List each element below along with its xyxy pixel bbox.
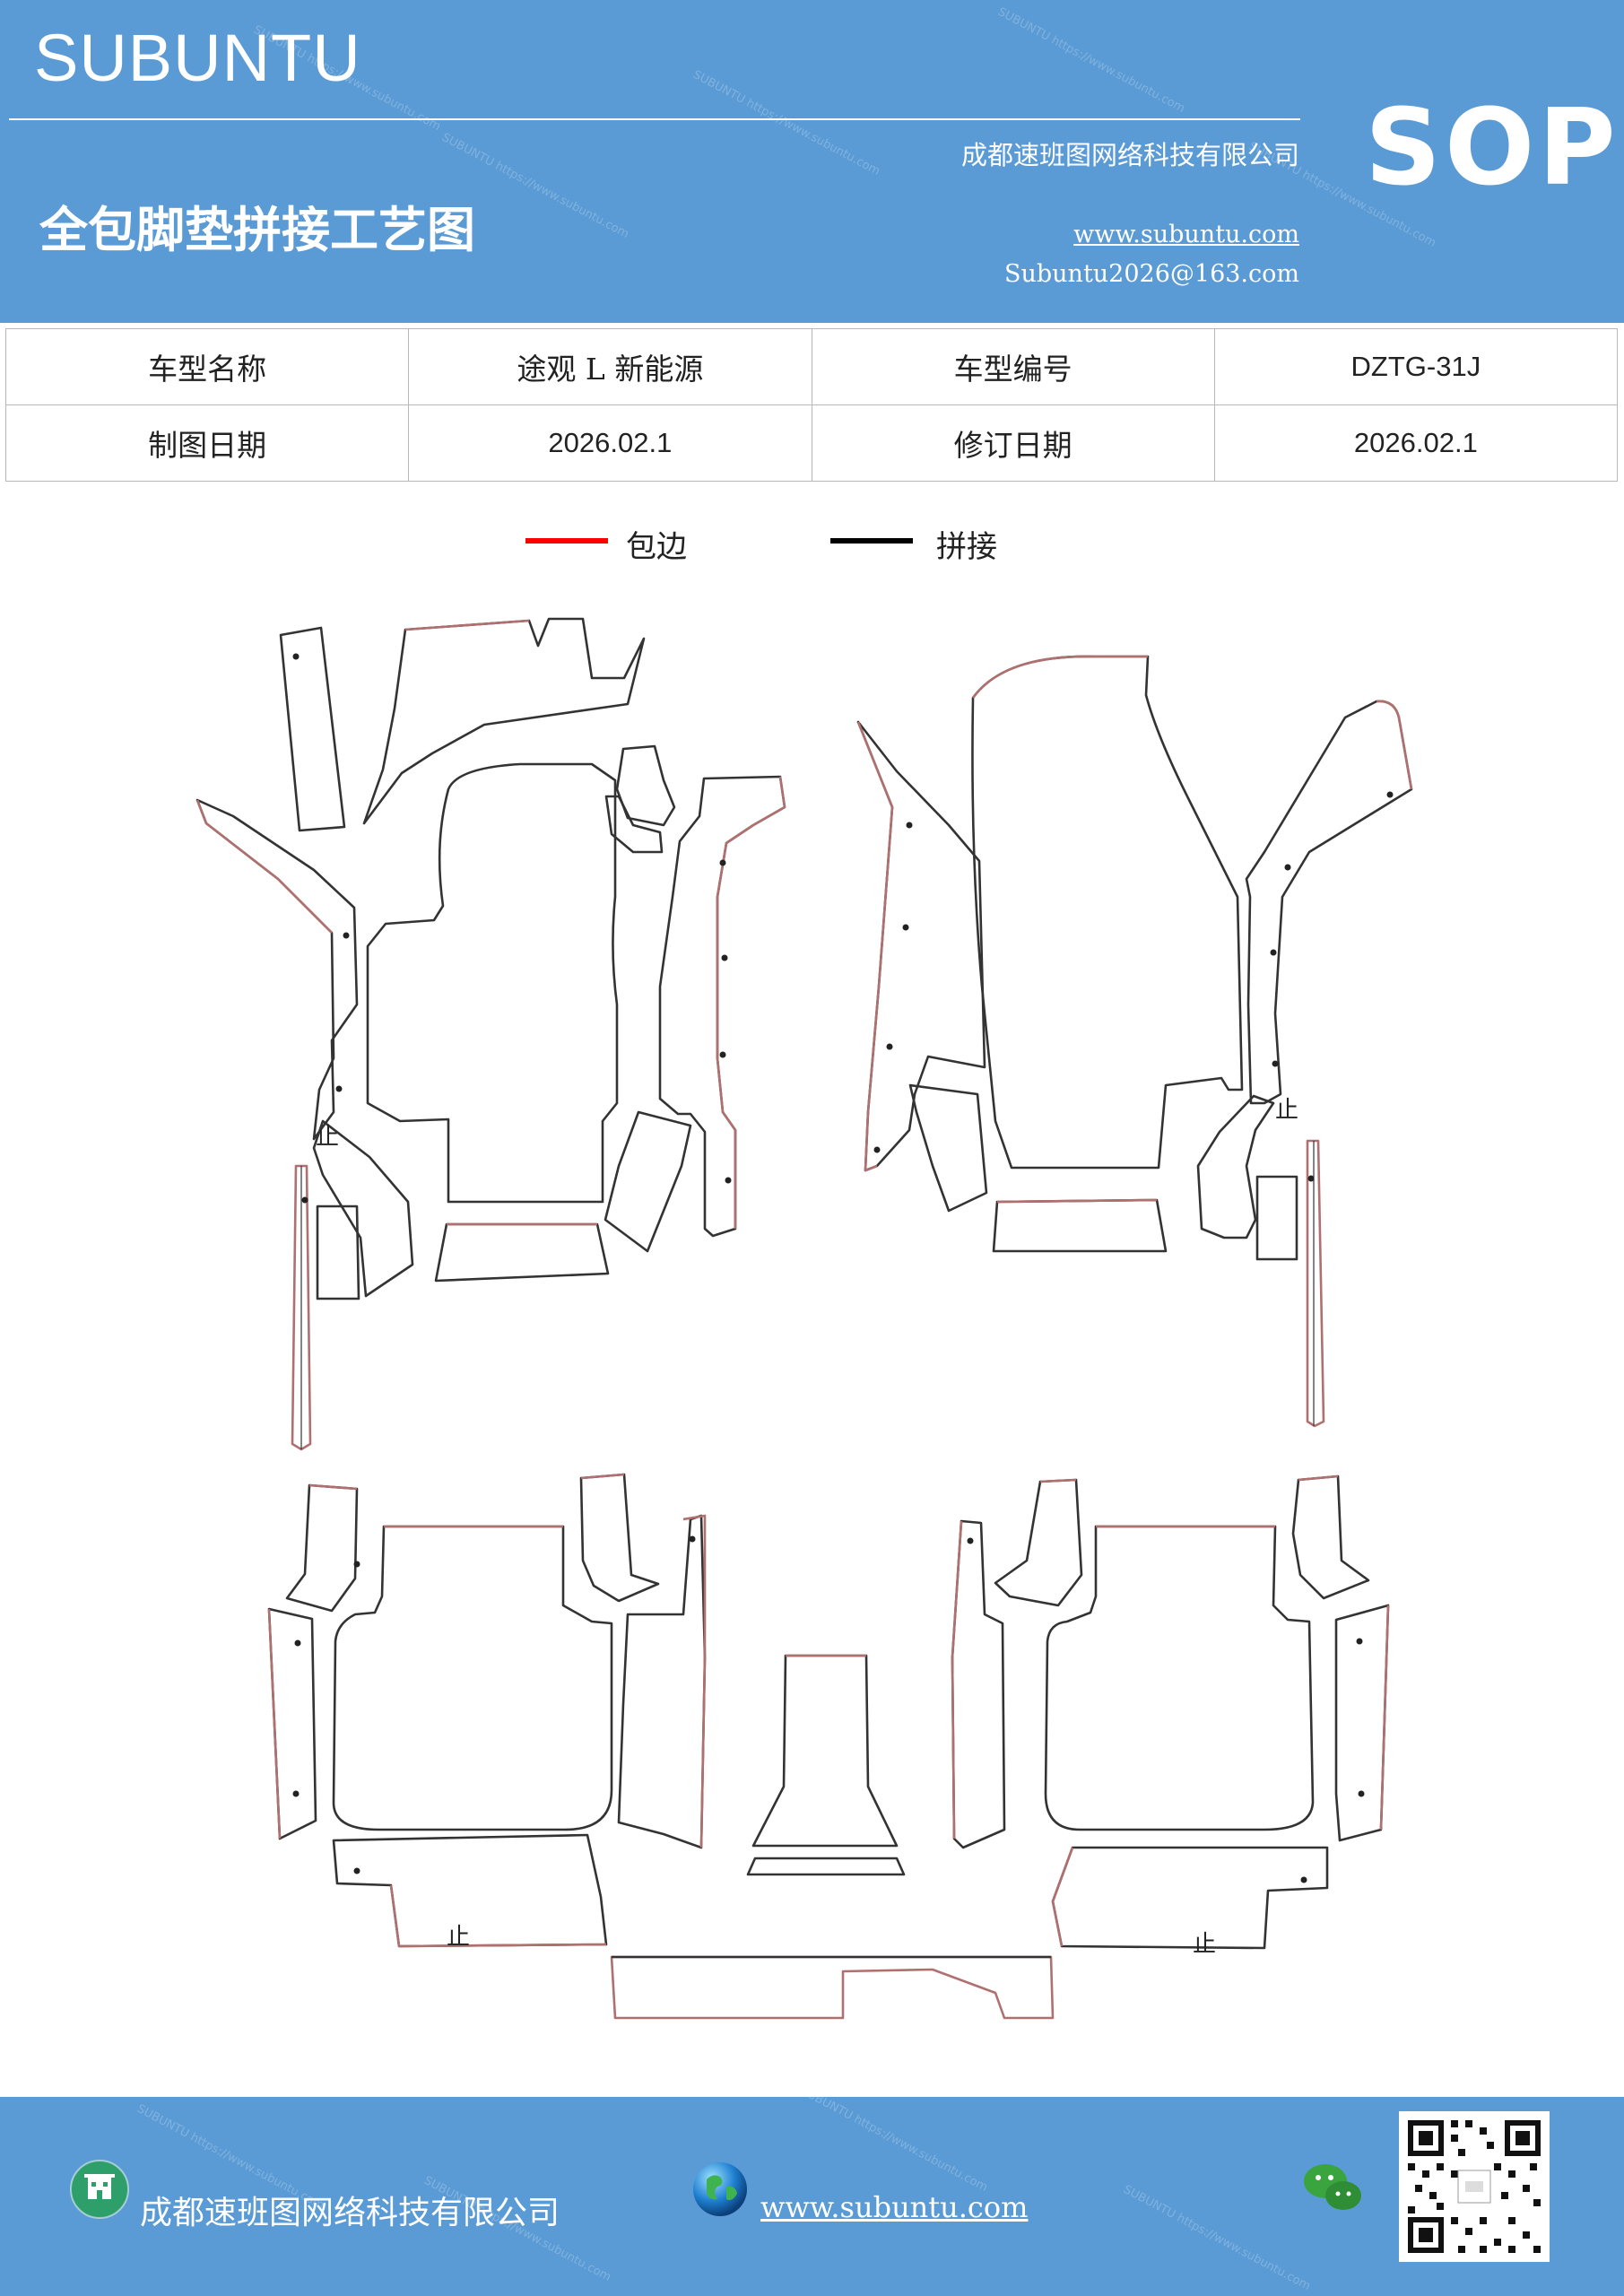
mat-piece [1379, 1605, 1390, 1831]
mat-piece [279, 626, 346, 832]
mat-piece [1255, 1175, 1298, 1261]
footer-website-link[interactable]: www.subuntu.com [760, 2190, 1029, 2224]
header-divider [9, 118, 1300, 120]
header-email: Subuntu2026@163.com [1004, 260, 1299, 288]
legend: 包边 拼接 [0, 520, 1624, 574]
mat-piece [308, 1483, 358, 1491]
mat-piece [1051, 1847, 1074, 1947]
mat-piece [1291, 1474, 1370, 1600]
wechat-icon [1304, 2164, 1361, 2210]
mat-piece [291, 1164, 312, 1451]
stop-mark: 止 [1275, 1097, 1298, 1124]
draw-date-label: 制图日期 [4, 404, 410, 482]
mat-piece [604, 1110, 692, 1253]
mat-piece [434, 1222, 610, 1283]
mat-piece [1196, 1094, 1275, 1239]
mat-piece [316, 1205, 360, 1300]
mat-piece [1376, 700, 1413, 790]
mat-piece [285, 1483, 359, 1613]
mat-piece [332, 1525, 613, 1831]
mat-piece [746, 1857, 906, 1876]
mat-piece [579, 1473, 660, 1603]
mat-piece [1245, 700, 1413, 1105]
footer-banner: SUBUNTU https://www.subuntu.com SUBUNTU … [0, 2097, 1624, 2296]
mat-piece [992, 1198, 1168, 1253]
legend-label-seam: 拼接 [936, 529, 997, 565]
header-banner: SUBUNTU https://www.subuntu.com SUBUNTU … [0, 0, 1624, 323]
model-name-value: 途观 L 新能源 [408, 328, 812, 405]
table-row: 车型名称 途观 L 新能源 车型编号 DZTG-31J [4, 328, 1619, 405]
building-icon [70, 2160, 129, 2219]
mat-piece [604, 795, 664, 854]
mat-piece [615, 744, 676, 827]
legend-label-edge: 包边 [626, 529, 687, 565]
stop-marks: 止 止 止 止 [316, 1097, 1298, 1958]
mat-piece [856, 721, 894, 1172]
revise-date-value: 2026.02.1 [1213, 404, 1619, 482]
mat-piece [195, 799, 333, 934]
mat-piece [389, 1884, 607, 1948]
mat-piece [951, 1519, 1006, 1849]
header-website-link[interactable]: www.subuntu.com [1073, 221, 1299, 248]
document-title: 全包脚垫拼接工艺图 [39, 201, 475, 258]
mat-piece [994, 1478, 1083, 1607]
sop-badge: SOP [1365, 85, 1620, 209]
mat-piece [366, 762, 619, 1204]
mat-piece [751, 1654, 899, 1848]
model-code-label: 车型编号 [811, 328, 1215, 405]
mat-piece [195, 798, 359, 1141]
mat-piece [1334, 1604, 1390, 1842]
mat-piece [716, 776, 786, 1229]
mat-piece [1039, 1478, 1077, 1483]
mat-piece [682, 1514, 707, 1848]
mat-piece [1298, 1474, 1339, 1482]
header-company-name: 成都速班图网络科技有限公司 [960, 140, 1299, 170]
mat-piece [908, 1083, 988, 1213]
table-row: 制图日期 2026.02.1 修订日期 2026.02.1 [4, 404, 1619, 482]
mat-piece [1306, 1139, 1325, 1428]
stop-mark: 止 [1193, 1931, 1216, 1958]
mat-piece [362, 617, 646, 825]
mat-piece [267, 1607, 317, 1840]
mat-piece [951, 1520, 963, 1839]
legend-swatch-edge [525, 538, 608, 544]
mat-piece [856, 720, 986, 1172]
vehicle-info-table: 车型名称 途观 L 新能源 车型编号 DZTG-31J 制图日期 2026.02… [4, 328, 1619, 482]
mat-piece [658, 775, 786, 1238]
mat-piece [580, 1473, 625, 1480]
footer-company-name: 成都速班图网络科技有限公司 [140, 2195, 560, 2231]
mat-piece [971, 655, 1148, 699]
mat-piece [996, 1198, 1158, 1204]
brand-logo-text: SUBUNTU [34, 21, 361, 95]
mat-piece [312, 1119, 414, 1298]
model-name-label: 车型名称 [4, 328, 410, 405]
globe-icon [693, 2162, 747, 2216]
mat-piece [404, 619, 530, 631]
mat-piece [1044, 1525, 1315, 1831]
watermark: SUBUNTU https://www.subuntu.com [690, 67, 882, 179]
mat-piece [267, 1608, 282, 1839]
watermark: SUBUNTU https://www.subuntu.com [798, 2097, 990, 2196]
watermark: SUBUNTU https://www.subuntu.com [1121, 2182, 1313, 2294]
watermark: SUBUNTU https://www.subuntu.com [995, 4, 1187, 117]
qr-code [1399, 2111, 1550, 2262]
mat-piece [971, 655, 1244, 1170]
stop-mark: 止 [447, 1924, 470, 1951]
floor-mat-pattern-drawing: 止 止 止 止 [195, 617, 1413, 2020]
model-code-value: DZTG-31J [1213, 328, 1619, 405]
draw-date-value: 2026.02.1 [408, 404, 812, 482]
fastener-dots [292, 653, 1394, 1883]
revise-date-label: 修订日期 [811, 404, 1215, 482]
mat-piece [610, 1955, 1055, 2020]
stop-mark: 止 [316, 1124, 339, 1151]
mat-piece [1051, 1846, 1329, 1950]
legend-swatch-seam [830, 538, 913, 544]
